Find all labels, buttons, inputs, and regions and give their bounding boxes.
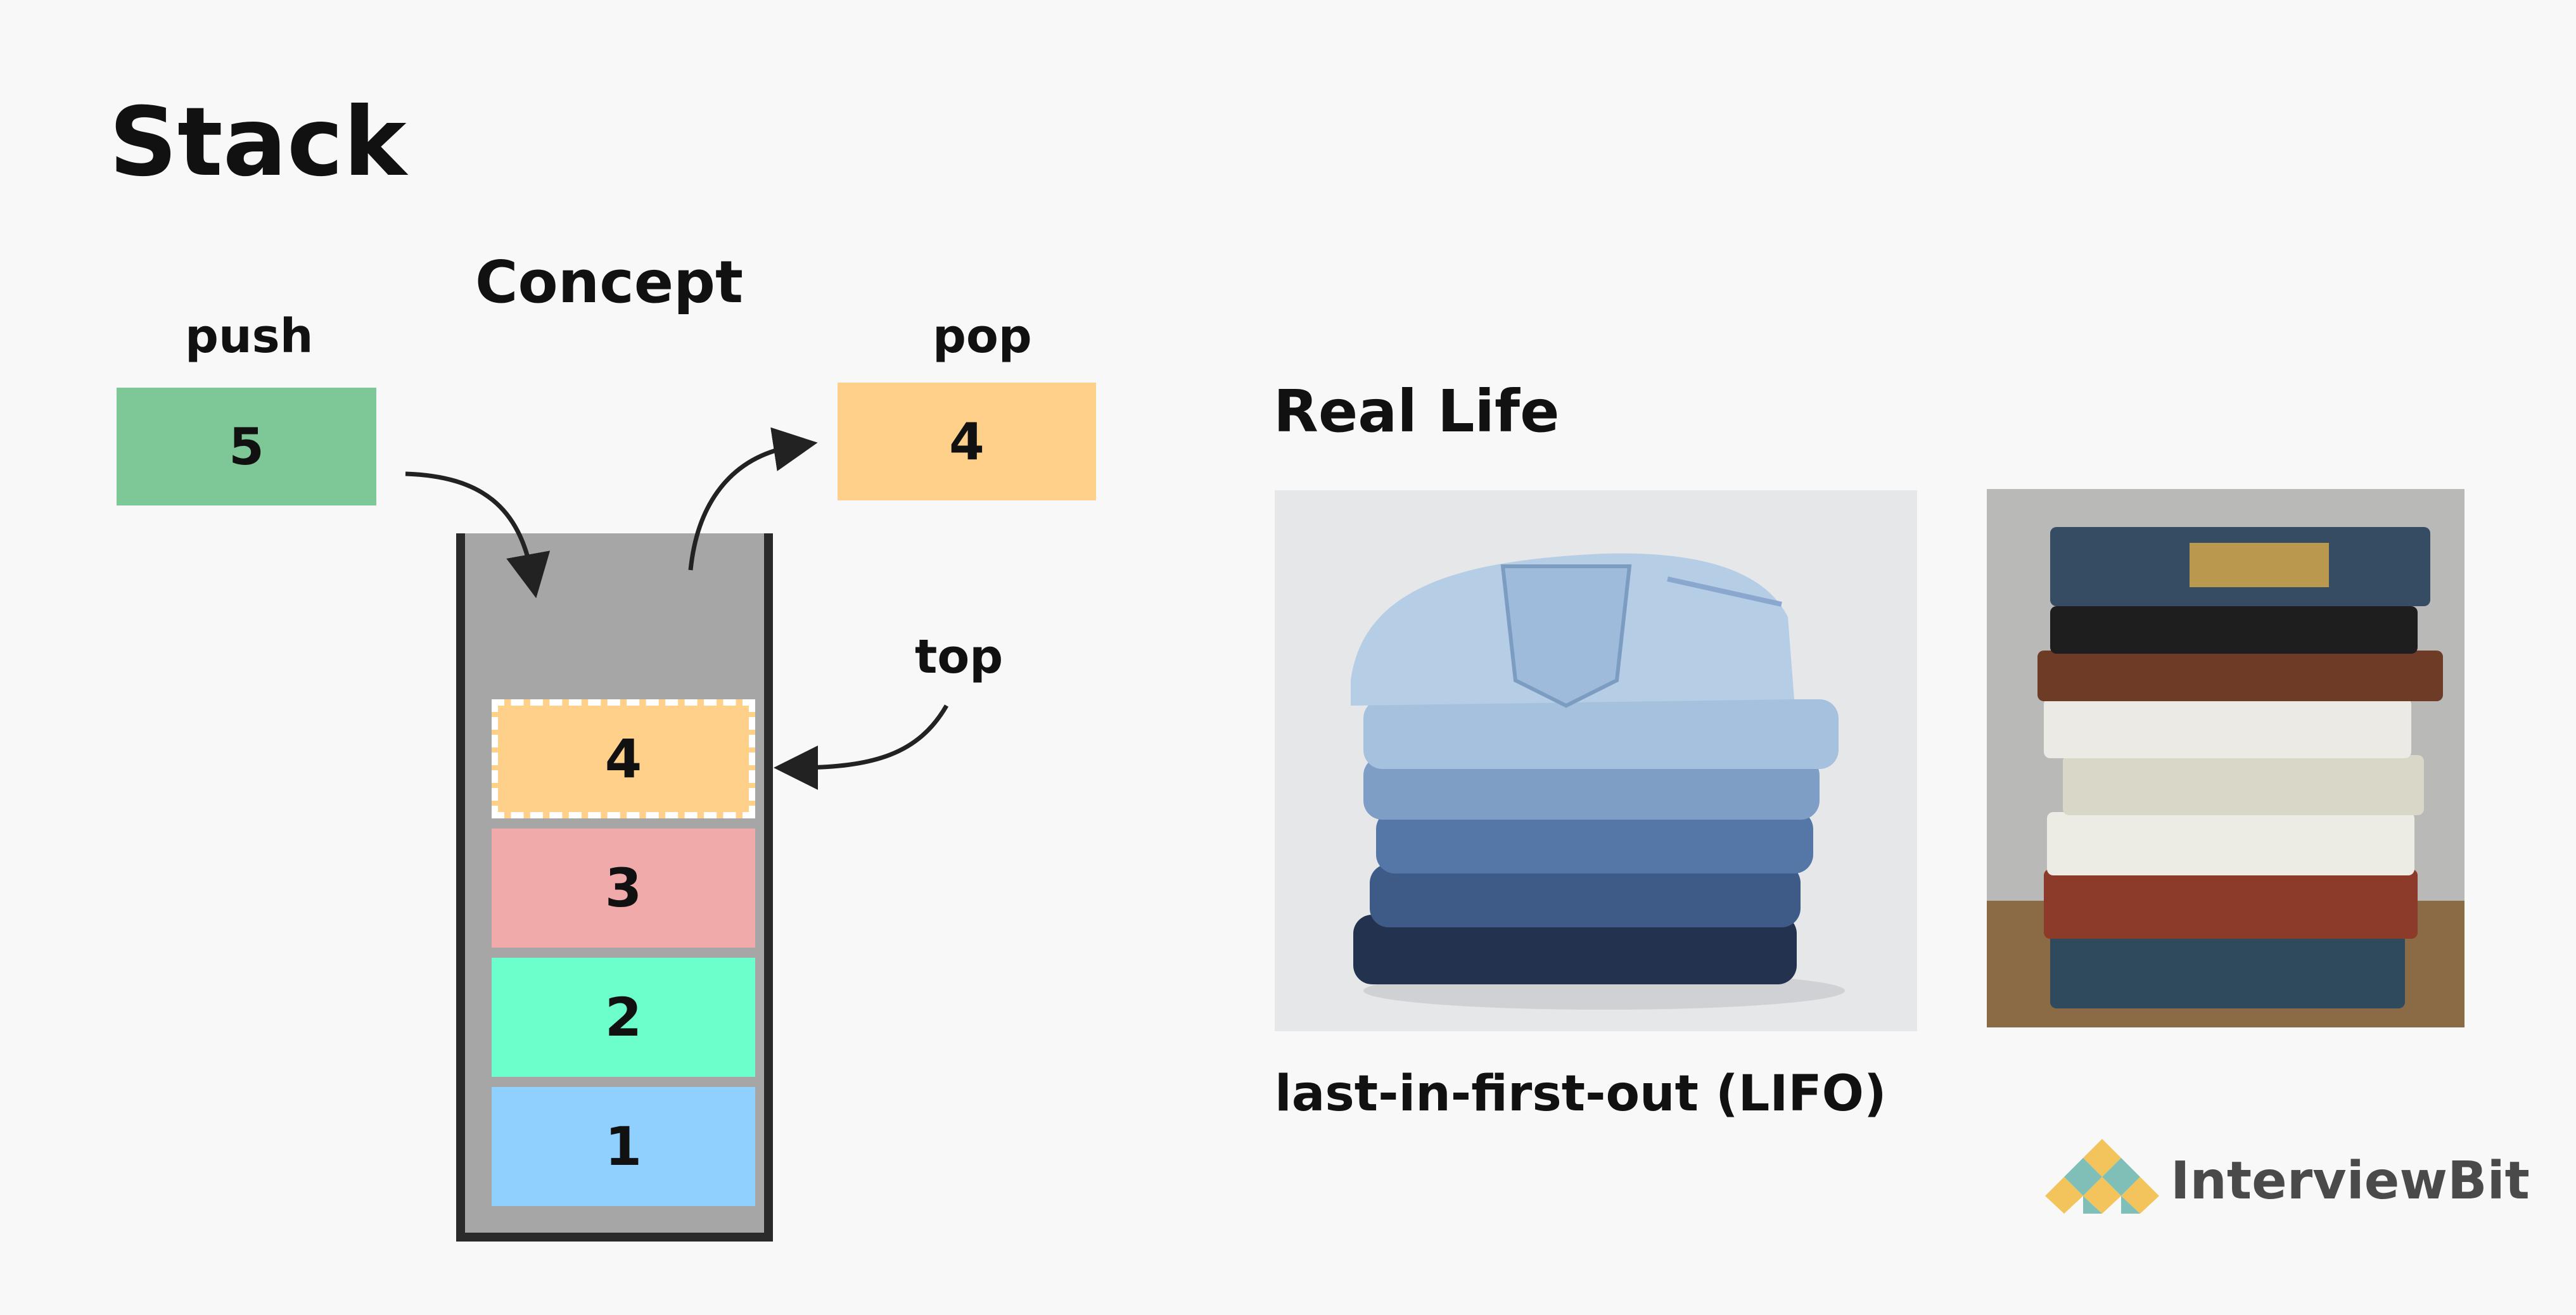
stack-item-value: 4 <box>604 728 642 790</box>
pop-label: pop <box>933 309 1032 364</box>
stack-item: 2 <box>492 958 755 1077</box>
pop-arrow <box>688 427 818 571</box>
jeans-stack-illustration <box>1275 490 1917 1031</box>
real-life-heading: Real Life <box>1273 378 1560 445</box>
stack-item: 1 <box>492 1087 755 1206</box>
stack-item: 3 <box>492 829 755 948</box>
push-label: push <box>185 309 314 364</box>
lifo-caption: last-in-first-out (LIFO) <box>1275 1065 1887 1122</box>
push-box: 5 <box>117 388 376 505</box>
interviewbit-logo-icon <box>2045 1139 2159 1214</box>
top-label: top <box>915 630 1004 684</box>
stack-item-value: 2 <box>604 986 642 1048</box>
books-stack-illustration <box>1987 489 2464 1027</box>
concept-heading: Concept <box>475 248 743 316</box>
stack-container: 4 3 2 1 <box>456 533 773 1242</box>
jeans-stack-image <box>1275 490 1917 1031</box>
stack-item-top: 4 <box>492 699 755 818</box>
brand-name: InterviewBit <box>2171 1151 2530 1211</box>
books-stack-image <box>1987 489 2464 1027</box>
stack-item-value: 3 <box>604 857 642 919</box>
pop-box: 4 <box>838 383 1096 500</box>
page-title: Stack <box>109 87 407 198</box>
push-arrow <box>405 471 551 599</box>
stack-item-value: 1 <box>604 1115 642 1178</box>
top-arrow <box>774 704 949 790</box>
